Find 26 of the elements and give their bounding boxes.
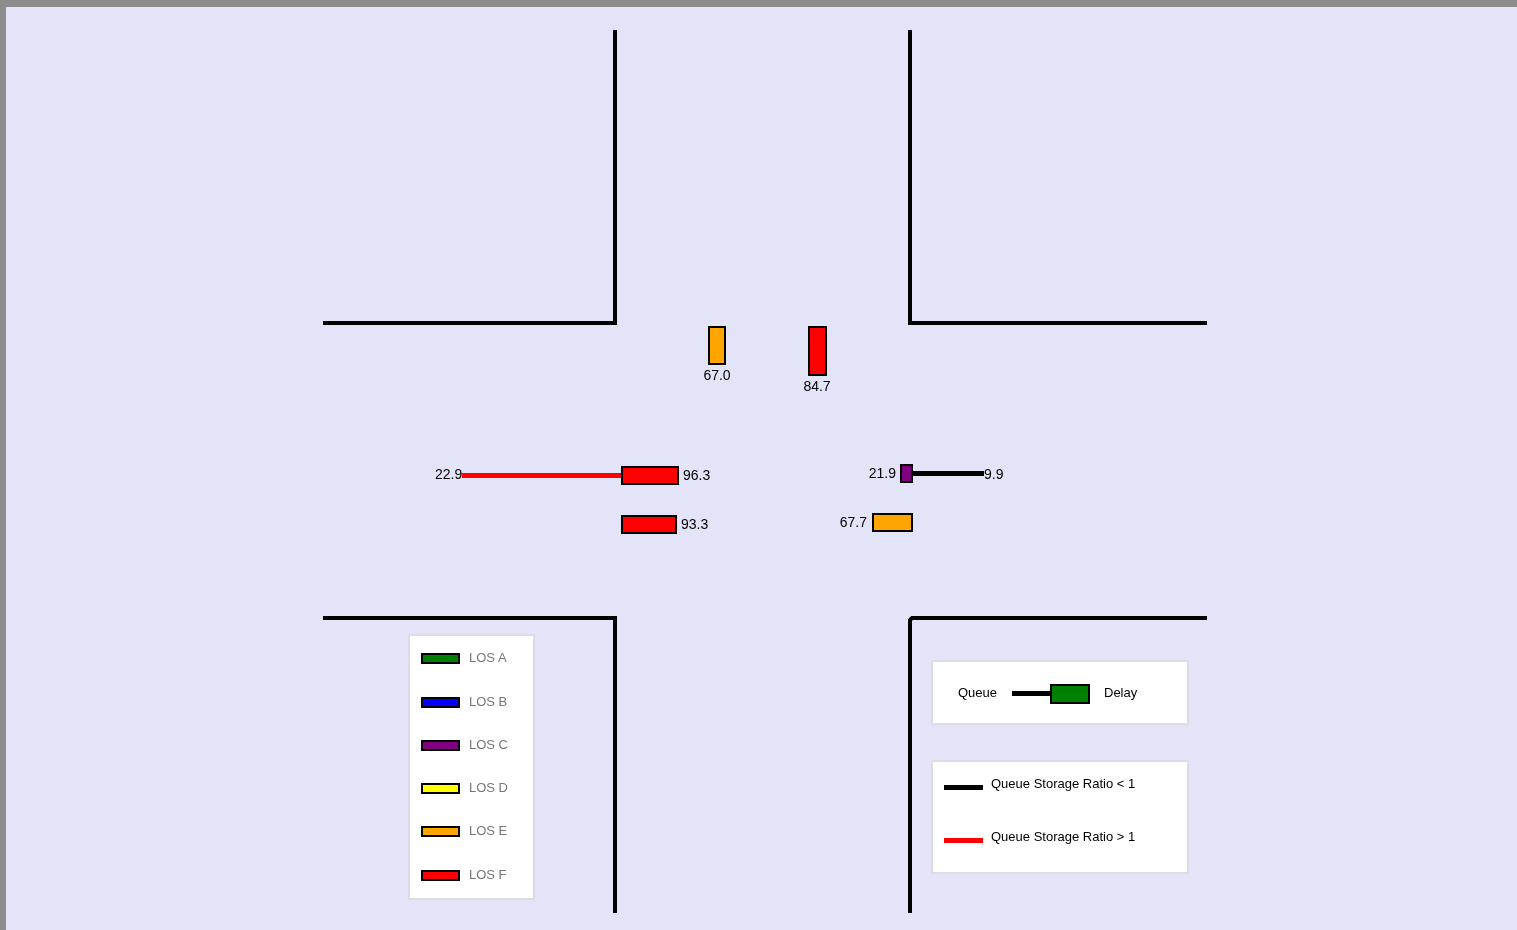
- legend-label: LOS E: [469, 823, 508, 838]
- legend-label: LOS D: [469, 780, 508, 795]
- delay-value-label: 67.0: [703, 367, 731, 383]
- delay-value-label: 67.7: [839, 514, 867, 530]
- legend-label: Queue Storage Ratio > 1: [991, 829, 1136, 844]
- legend-label: LOS A: [469, 650, 507, 665]
- legend-label: LOS C: [469, 737, 508, 752]
- delay-bar: [708, 326, 726, 365]
- delay-value-label: 21.9: [868, 465, 896, 481]
- legend-label: LOS B: [469, 694, 508, 709]
- delay-value-label: 93.3: [681, 516, 709, 532]
- queue-value-label: 9.9: [984, 466, 1004, 482]
- sample-caption: Queue: [958, 685, 998, 700]
- delay-bar: [621, 515, 677, 534]
- sample-caption: Delay: [1104, 685, 1138, 700]
- delay-value-label: 96.3: [683, 467, 711, 483]
- delay-value-label: 84.7: [803, 378, 831, 394]
- legend-label: Queue Storage Ratio < 1: [991, 776, 1136, 791]
- delay-bar: [900, 464, 913, 483]
- delay-bar: [872, 513, 913, 532]
- queue-line: [462, 473, 621, 478]
- delay-bar: [808, 326, 827, 376]
- queue-value-label: 22.9: [435, 466, 463, 482]
- delay-bar: [621, 466, 679, 485]
- queue-line: [913, 471, 984, 476]
- legend-label: LOS F: [469, 867, 507, 882]
